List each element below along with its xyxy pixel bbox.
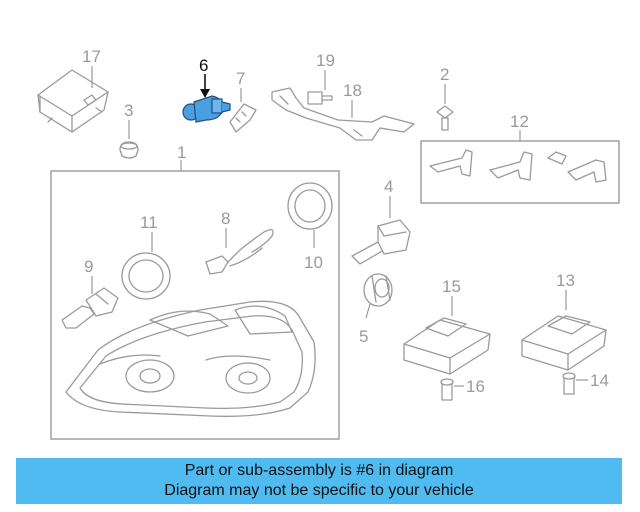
- clip-7: [229, 103, 257, 133]
- banner-line-2: Diagram may not be specific to your vehi…: [164, 482, 474, 499]
- bolt-2: [436, 105, 454, 131]
- callout-10: 10: [304, 253, 323, 272]
- screw-19: [307, 91, 333, 105]
- bulb-6-highlighted: [182, 95, 231, 123]
- cap-3: [119, 141, 139, 159]
- ring-11: [121, 252, 171, 300]
- callout-19: 19: [316, 51, 335, 70]
- socket-5: [363, 273, 393, 307]
- callout-18: 18: [343, 81, 362, 100]
- control-unit-15: [403, 317, 491, 375]
- parts-diagram: 1 17 3 6: [37, 47, 620, 440]
- bulb-9: [61, 287, 119, 329]
- screw-14: [562, 372, 576, 395]
- info-banner: Part or sub-assembly is #6 in diagram Di…: [16, 458, 622, 504]
- callout-14: 14: [590, 371, 609, 390]
- callout-7: 7: [236, 69, 245, 88]
- headlight-housing: [65, 300, 316, 417]
- callout-9: 9: [84, 257, 93, 276]
- callout-8: 8: [221, 209, 230, 228]
- callout-15: 15: [442, 277, 461, 296]
- callout-3: 3: [124, 101, 133, 120]
- callout-6: 6: [199, 56, 208, 75]
- callout-2: 2: [440, 65, 449, 84]
- callout-11: 11: [140, 213, 158, 232]
- bracket-18: [271, 87, 415, 141]
- banner-line-1: Part or sub-assembly is #6 in diagram: [184, 462, 454, 479]
- callout-1: 1: [177, 143, 186, 162]
- xenon-bulb-4: [351, 219, 411, 265]
- ring-10: [287, 182, 333, 230]
- control-unit-13: [521, 315, 607, 371]
- brackets-12: [429, 149, 607, 183]
- headlight-assembly-box: [50, 170, 340, 440]
- callout-13: 13: [556, 271, 575, 290]
- bulb-wire-8: [205, 229, 274, 275]
- callout-17: 17: [82, 47, 101, 66]
- callout-5: 5: [359, 327, 368, 346]
- control-module-17: [37, 69, 109, 133]
- screw-16: [440, 378, 454, 401]
- callout-16: 16: [466, 377, 485, 396]
- callout-12: 12: [510, 112, 529, 131]
- callout-4: 4: [384, 177, 393, 196]
